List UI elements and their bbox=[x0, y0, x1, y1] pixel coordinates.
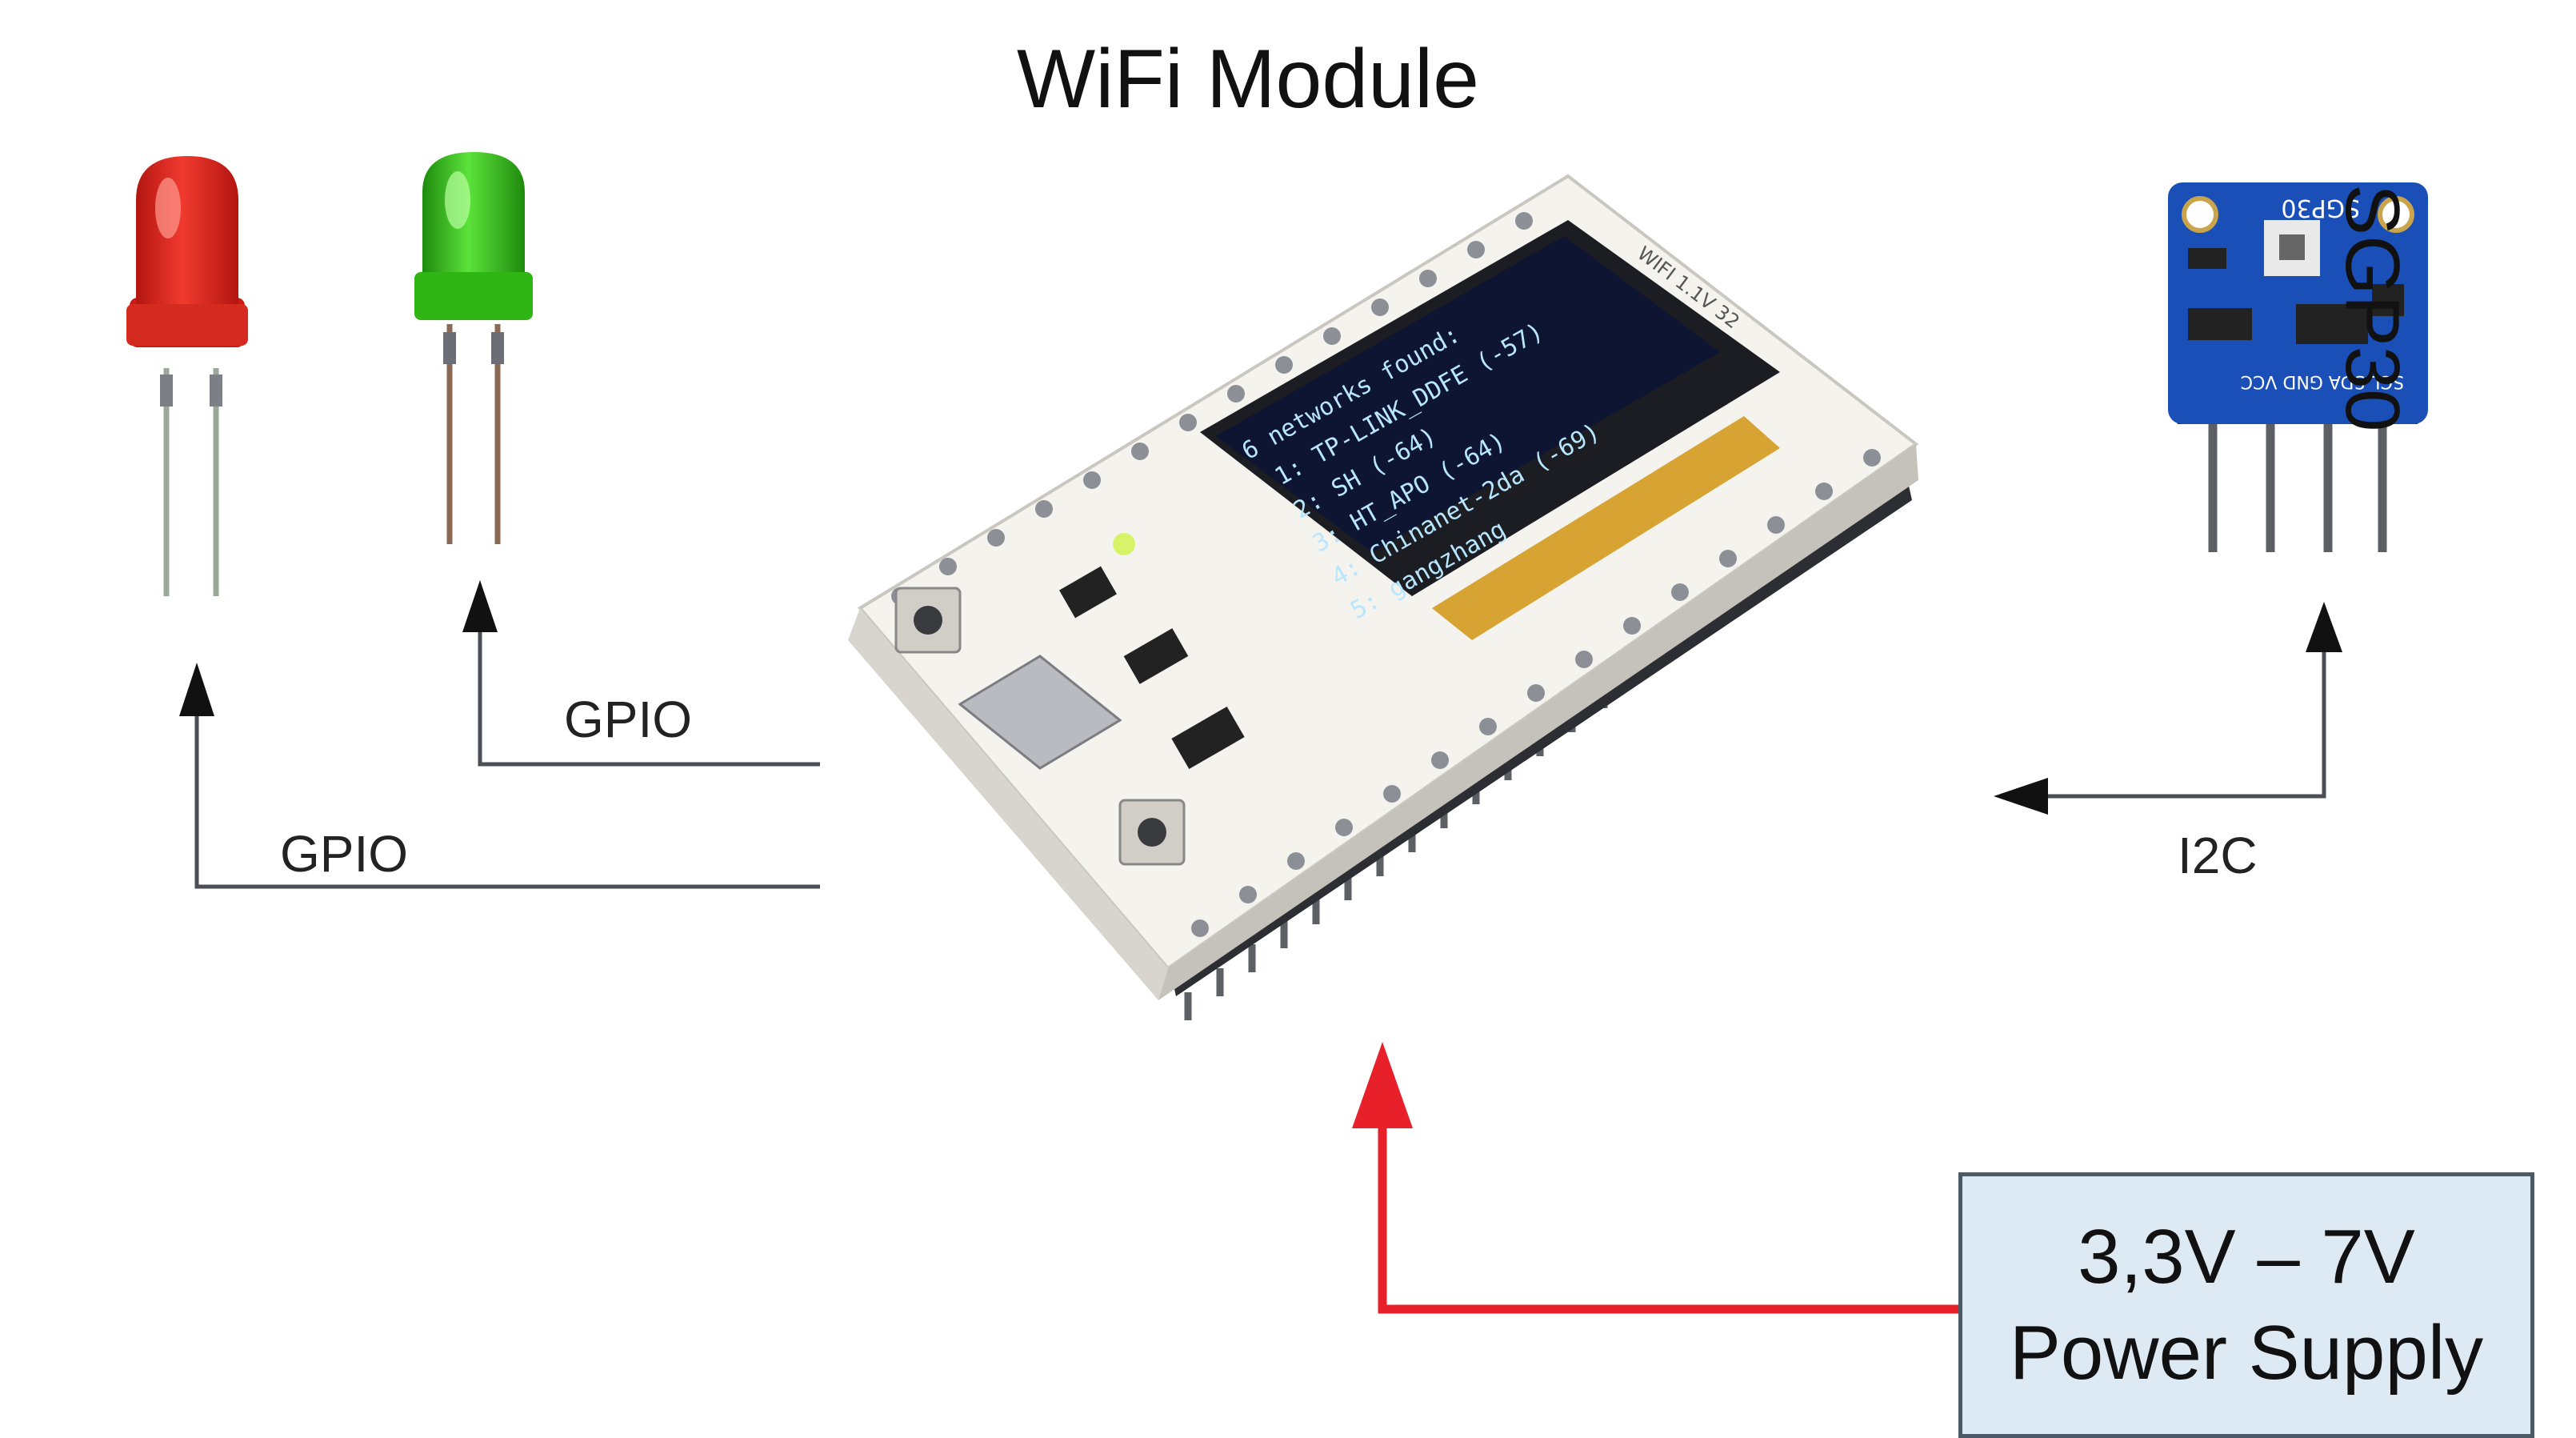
green-led bbox=[414, 152, 533, 544]
power-connection bbox=[1352, 1042, 1958, 1314]
diagram-title: WiFi Module bbox=[1017, 33, 1479, 126]
red-led bbox=[126, 156, 248, 596]
chip bbox=[1123, 628, 1189, 684]
sgp30-label: SGP30 bbox=[2330, 184, 2415, 432]
power-supply-box: 3,3V – 7V Power Supply bbox=[1958, 1172, 2534, 1438]
i2c-label: I2C bbox=[2178, 827, 2258, 884]
gpio-green-label: GPIO bbox=[564, 691, 693, 748]
power-supply-label: Power Supply bbox=[2009, 1310, 2484, 1396]
usb-port bbox=[958, 655, 1122, 770]
power-supply-voltage: 3,3V – 7V bbox=[2078, 1214, 2415, 1300]
wifi-module-board: 6 networks found: 1: TP-LINK_DDFE (-57) … bbox=[848, 174, 1919, 1020]
sgp30-pin-labels: SCL SDA GND VCC bbox=[2241, 371, 2404, 391]
gpio-red-arrowhead bbox=[179, 663, 214, 716]
regulator-chip bbox=[1059, 566, 1117, 619]
i2c-sensor-arrowhead bbox=[2306, 602, 2342, 652]
i2c-module-arrowhead bbox=[1994, 778, 2048, 815]
gpio-red-label: GPIO bbox=[280, 825, 409, 883]
i2c-connection bbox=[1994, 602, 2342, 815]
chip bbox=[1171, 706, 1245, 770]
gpio-green-arrowhead bbox=[462, 580, 498, 632]
gpio-green-connection bbox=[462, 580, 820, 767]
gpio-red-connection bbox=[179, 663, 820, 889]
oled-display: 6 networks found: 1: TP-LINK_DDFE (-57) … bbox=[1200, 220, 1780, 640]
sgp30-sensor-board: SGP30 SCL SDA GND VCC bbox=[2168, 182, 2428, 552]
sgp30-board-label: SGP30 bbox=[2281, 194, 2360, 222]
power-arrowhead bbox=[1352, 1042, 1413, 1128]
status-led bbox=[1113, 533, 1135, 555]
